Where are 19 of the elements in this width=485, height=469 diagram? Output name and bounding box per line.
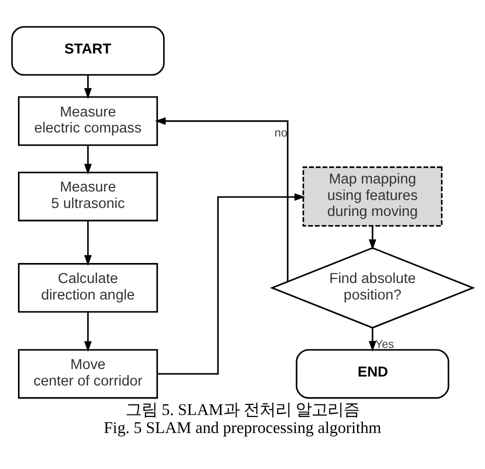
node-box: Measure electric compass [18, 96, 158, 146]
arrow [154, 117, 288, 282]
edge-label: no [274, 128, 288, 140]
node-box: START [11, 26, 165, 76]
node-box: END [296, 349, 450, 399]
caption: 그림 5. SLAM과 전처리 알고리즘 Fig. 5 SLAM and preprocessing algorithm [104, 400, 382, 438]
arrow [84, 221, 92, 266]
node-box: Calculate direction angle [18, 263, 158, 313]
arrow [84, 312, 92, 352]
node-box: Move center of corridor [18, 349, 158, 399]
arrow [84, 145, 92, 175]
node-box: Map mapping using features during moving [302, 166, 443, 227]
node-box: Measure 5 ultrasonic [18, 172, 158, 222]
arrow [158, 193, 306, 375]
edge-label: Yes [375, 339, 394, 352]
arrow [84, 75, 92, 99]
arrow [368, 328, 376, 352]
arrow [368, 226, 376, 250]
node-diamond: Find absolute position? [270, 247, 476, 329]
